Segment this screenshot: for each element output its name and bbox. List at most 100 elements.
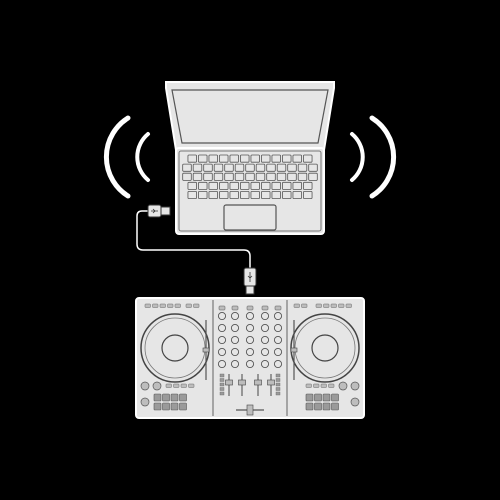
sound-wave-arc	[350, 132, 365, 182]
mixer-knob	[273, 311, 283, 321]
keyboard-key	[240, 154, 250, 163]
keyboard-key	[255, 172, 266, 181]
small-button	[167, 303, 174, 308]
level-meter-segment	[219, 387, 225, 391]
channel-fader-cap	[238, 379, 246, 386]
performance-pad	[331, 402, 339, 411]
mixer-knob	[260, 335, 270, 345]
mixer-button	[261, 305, 269, 311]
performance-pad	[162, 402, 170, 411]
keyboard-key	[219, 181, 229, 190]
keyboard-key	[255, 163, 266, 172]
keyboard-key	[219, 154, 229, 163]
keyboard-key	[224, 163, 234, 172]
keyboard-key	[224, 172, 234, 181]
keyboard-key	[271, 154, 281, 163]
laptop-icon	[165, 81, 335, 235]
keyboard-key	[229, 181, 239, 190]
mixer-knob	[230, 347, 240, 357]
keyboard-key	[303, 154, 313, 163]
level-meter-segment	[275, 387, 281, 391]
mixer-knob	[273, 323, 283, 333]
small-button	[338, 303, 345, 308]
keyboard-key	[229, 154, 239, 163]
performance-pad	[331, 393, 339, 402]
performance-pad	[162, 393, 170, 402]
keyboard-key	[219, 190, 229, 199]
small-button	[293, 303, 300, 308]
level-meter-segment	[219, 382, 225, 387]
play-button	[350, 381, 360, 391]
jog-wheel-center	[161, 334, 189, 362]
keyboard-key	[282, 190, 292, 199]
performance-pad	[179, 393, 187, 402]
mixer-knob	[230, 311, 240, 321]
mixer-knob	[260, 323, 270, 333]
level-meter-segment	[219, 391, 225, 396]
level-meter-segment	[219, 378, 225, 382]
pitch-fader-cap	[290, 347, 298, 353]
mixer-knob	[217, 311, 227, 321]
small-button	[152, 303, 159, 308]
mixer-knob	[260, 311, 270, 321]
laptop-base-inner	[178, 150, 322, 232]
small-button	[313, 383, 320, 388]
keyboard-key	[287, 172, 297, 181]
mixer-knob	[230, 359, 240, 369]
mixer-knob	[273, 359, 283, 369]
performance-pad	[322, 402, 331, 411]
performance-pad	[314, 402, 322, 411]
small-button	[193, 303, 200, 308]
keyboard-key	[187, 190, 197, 199]
sound-wave-arc	[103, 115, 131, 199]
performance-pad	[314, 393, 322, 402]
keyboard-key	[208, 154, 218, 163]
mixer-button	[246, 305, 254, 311]
level-meter-segment	[275, 391, 281, 396]
keyboard-key	[271, 190, 281, 199]
performance-pad	[153, 402, 162, 411]
mixer-knob	[217, 347, 227, 357]
mixer-knob	[245, 359, 255, 369]
small-button	[165, 383, 172, 388]
keyboard-key	[198, 190, 208, 199]
small-button	[173, 383, 180, 388]
keyboard-key	[208, 181, 218, 190]
small-button	[323, 303, 330, 308]
mixer-knob	[230, 323, 240, 333]
laptop-trackpad	[223, 204, 277, 231]
cue-button	[140, 381, 150, 391]
level-meter-segment	[219, 373, 225, 378]
sound-waves-right	[350, 115, 397, 199]
small-button	[315, 303, 322, 308]
keyboard-key	[208, 190, 218, 199]
small-button	[159, 303, 166, 308]
keyboard-key	[308, 163, 318, 172]
mixer-knob	[217, 323, 227, 333]
level-meter-segment	[275, 373, 281, 378]
keyboard-key	[198, 154, 208, 163]
mixer-button	[274, 305, 282, 311]
mixer-knob	[260, 359, 270, 369]
usb-plug-tip	[160, 206, 171, 216]
keyboard-key	[292, 154, 302, 163]
small-button	[174, 303, 181, 308]
performance-pad	[170, 402, 179, 411]
mixer-knob	[217, 359, 227, 369]
keyboard-key	[303, 190, 313, 199]
usb-a-connector	[147, 204, 171, 218]
mixer-knob	[245, 311, 255, 321]
keyboard-key	[192, 163, 203, 172]
small-button	[328, 383, 335, 388]
keyboard-key	[240, 190, 250, 199]
keyboard-key	[287, 163, 297, 172]
keyboard-key	[198, 181, 208, 190]
keyboard-key	[192, 172, 203, 181]
keyboard-key	[292, 181, 302, 190]
keyboard-key	[213, 172, 224, 181]
controller-details	[140, 303, 360, 416]
keyboard-key	[276, 172, 287, 181]
keyboard-key	[182, 172, 192, 181]
laptop-screen	[171, 89, 329, 144]
